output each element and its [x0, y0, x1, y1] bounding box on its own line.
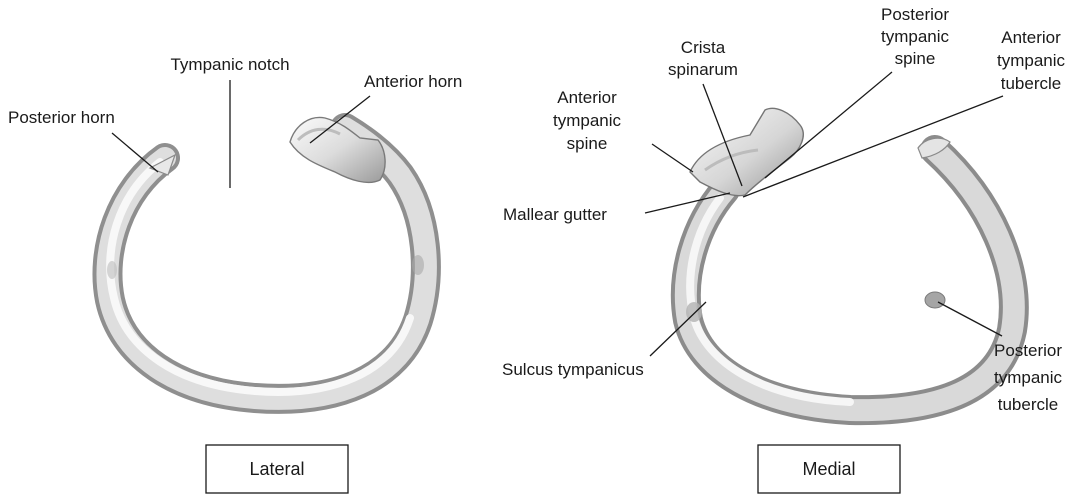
label-post-tubercle-line1: Posterior: [994, 341, 1062, 360]
label-post-spine-line2: tympanic: [881, 27, 950, 46]
lateral-caption-text: Lateral: [249, 459, 304, 479]
medial-view: Crista spinarum Posterior tympanic spine…: [502, 5, 1066, 493]
label-sulcus-tympanicus: Sulcus tympanicus: [502, 360, 644, 379]
label-tympanic-notch: Tympanic notch: [170, 55, 289, 74]
medial-view-caption: Medial: [758, 445, 900, 493]
label-post-spine-line1: Posterior: [881, 5, 949, 24]
label-anterior-horn: Anterior horn: [364, 72, 462, 91]
label-post-tubercle-line3: tubercle: [998, 395, 1058, 414]
label-ant-tubercle-line2: tympanic: [997, 51, 1066, 70]
lateral-tympanic-ring: [107, 117, 426, 398]
lateral-view: Tympanic notch Anterior horn Posterior h…: [8, 55, 462, 493]
label-crista-line2: spinarum: [668, 60, 738, 79]
lateral-view-caption: Lateral: [206, 445, 348, 493]
label-ant-spine-line3: spine: [567, 134, 608, 153]
label-ant-tubercle-line3: tubercle: [1001, 74, 1061, 93]
label-ant-spine-line2: tympanic: [553, 111, 622, 130]
leader-posterior-tympanic-tubercle: [938, 302, 1002, 336]
medial-tympanic-ring: [686, 108, 1014, 410]
label-ant-tubercle-line1: Anterior: [1001, 28, 1061, 47]
label-post-tubercle-line2: tympanic: [994, 368, 1063, 387]
label-ant-spine-line1: Anterior: [557, 88, 617, 107]
label-mallear-gutter: Mallear gutter: [503, 205, 607, 224]
label-posterior-horn: Posterior horn: [8, 108, 115, 127]
label-crista-line1: Crista: [681, 38, 726, 57]
label-post-spine-line3: spine: [895, 49, 936, 68]
leader-anterior-tympanic-spine: [652, 144, 693, 172]
medial-caption-text: Medial: [802, 459, 855, 479]
